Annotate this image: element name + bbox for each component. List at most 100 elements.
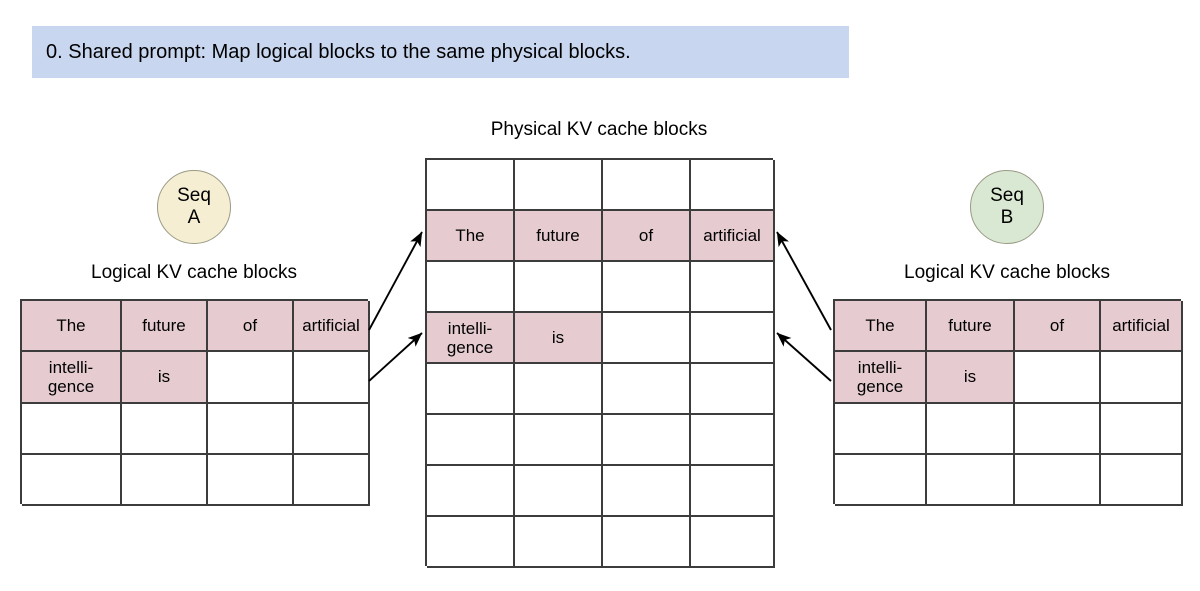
seq-b-label-line2: B [1000,207,1014,228]
cell-r4-c3 [1015,454,1101,506]
cell-token-text: intelli- [857,357,903,377]
cell-r6-c4 [691,415,775,466]
cell-token-text: intelli- [447,318,493,338]
cell-r2-c1: intelli-gence [22,352,122,404]
cell-r3-c4 [1101,403,1183,455]
cell-token-text: of [1049,316,1065,336]
cell-token-text: artificial [1112,316,1170,336]
cell-r2-c2: is [927,352,1015,404]
cell-r3-c1 [835,403,927,455]
cell-r6-c3 [603,415,691,466]
cell-token-text: future [142,316,186,336]
cell-r3-c3 [1015,403,1101,455]
cell-r1-c3 [603,160,691,211]
cell-token-text: is [963,367,977,387]
cell-r2-c2: is [122,352,208,404]
cell-r1-c1: The [835,301,927,353]
seq-b-label-line1: Seq [990,185,1024,206]
cell-r4-c2 [122,454,208,506]
cell-r3-c3 [603,262,691,313]
cell-r4-c1 [835,454,927,506]
cell-token-text: intelli- [48,357,94,377]
cell-r2-c2: future [515,211,603,262]
prompt-banner-text: 0. Shared prompt: Map logical blocks to … [46,41,631,63]
cell-r5-c4 [691,364,775,415]
seq-b-badge: Seq B [970,170,1044,244]
cell-r3-c2 [122,403,208,455]
cell-r2-c1: The [427,211,515,262]
cell-r2-c4 [294,352,370,404]
logical-left-table-title: Logical KV cache blocks [91,262,297,283]
cell-r1-c1: The [22,301,122,353]
cell-r5-c3 [603,364,691,415]
cell-token-text: artificial [302,316,360,336]
cell-r3-c2 [927,403,1015,455]
cell-r4-c3 [208,454,294,506]
cell-token-text: gence [856,376,904,396]
seq-a-label-line2: A [187,207,201,228]
cell-r1-c2: future [122,301,208,353]
cell-r3-c1 [427,262,515,313]
cell-r1-c2: future [927,301,1015,353]
arrow-left-row2-to-physical-row4 [368,332,423,382]
seq-a-label-line1: Seq [177,185,211,206]
cell-r4-c1: intelli-gence [427,313,515,364]
cell-token-text: The [455,226,485,245]
cell-r1-c4: artificial [1101,301,1183,353]
seq-a-badge: Seq A [157,170,231,244]
cell-r8-c2 [515,517,603,568]
cell-r6-c1 [427,415,515,466]
arrow-left-row1-to-physical-row2 [368,231,423,331]
cell-r3-c4 [691,262,775,313]
cell-r1-c4 [691,160,775,211]
cell-token-text: of [242,316,258,336]
cell-r4-c1 [22,454,122,506]
physical-table-title: Physical KV cache blocks [490,119,708,140]
cell-r7-c4 [691,466,775,517]
cell-token-text: future [536,226,580,245]
cell-r8-c3 [603,517,691,568]
physical-kv-cache-table: The future of artificial intelli-gence is [425,158,775,568]
cell-r1-c3: of [208,301,294,353]
cell-token-text: future [948,316,992,336]
cell-r4-c4 [1101,454,1183,506]
cell-r2-c4 [1101,352,1183,404]
prompt-banner: 0. Shared prompt: Map logical blocks to … [32,26,849,78]
cell-r2-c3: of [603,211,691,262]
cell-r2-c3 [208,352,294,404]
cell-r7-c3 [603,466,691,517]
cell-r7-c1 [427,466,515,517]
cell-r4-c4 [691,313,775,364]
cell-r6-c2 [515,415,603,466]
cell-r1-c1 [427,160,515,211]
cell-token-text: The [56,316,86,336]
cell-token-text: The [865,316,895,336]
cell-r2-c4: artificial [691,211,775,262]
cell-r3-c3 [208,403,294,455]
cell-r2-c3 [1015,352,1101,404]
cell-r5-c2 [515,364,603,415]
arrow-right-row1-to-physical-row2 [776,231,832,331]
cell-r3-c1 [22,403,122,455]
cell-r4-c4 [294,454,370,506]
cell-r1-c2 [515,160,603,211]
cell-r3-c2 [515,262,603,313]
cell-r4-c3 [603,313,691,364]
cell-r5-c1 [427,364,515,415]
logical-right-table-title: Logical KV cache blocks [904,262,1110,283]
cell-r7-c2 [515,466,603,517]
cell-r3-c4 [294,403,370,455]
cell-token-text: artificial [703,226,761,245]
cell-token-text: of [638,226,654,245]
logical-kv-cache-table-seq-b: The future of artificial intelli-gence is [833,299,1183,506]
cell-r8-c1 [427,517,515,568]
cell-r4-c2: is [515,313,603,364]
cell-r1-c4: artificial [294,301,370,353]
cell-token-text: is [551,328,565,347]
cell-token-text: is [157,367,171,387]
logical-kv-cache-table-seq-a: The future of artificial intelli-gence is [20,299,370,506]
cell-r4-c2 [927,454,1015,506]
cell-r1-c3: of [1015,301,1101,353]
cell-r2-c1: intelli-gence [835,352,927,404]
cell-token-text: gence [47,376,95,396]
